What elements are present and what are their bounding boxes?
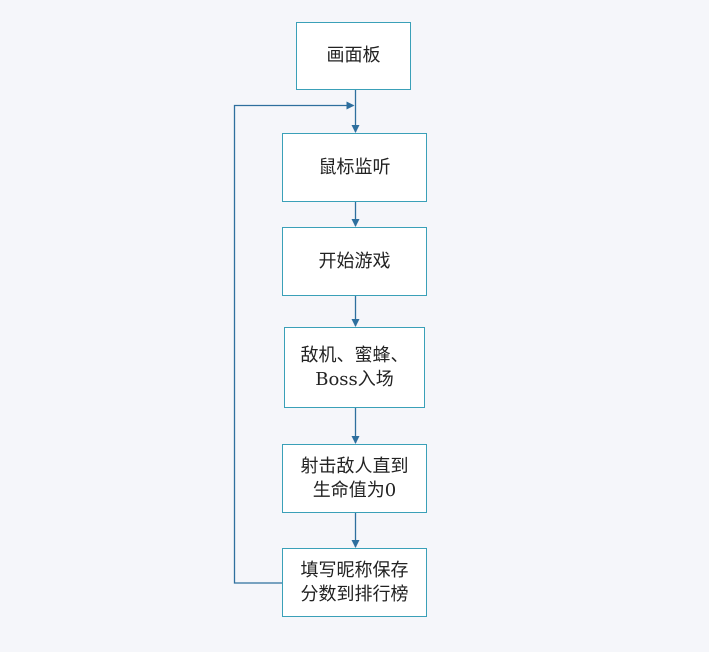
edge-loop-back [233, 101, 355, 584]
node-label-line-2: 生命值为0 [312, 479, 397, 501]
node-label-line-1: 填写昵称保存 [300, 559, 409, 581]
node-start-game: 开始游戏 [282, 227, 427, 296]
node-save-score: 填写昵称保存 分数到排行榜 [282, 548, 427, 617]
node-shoot-enemies: 射击敌人直到 生命值为0 [282, 444, 427, 513]
node-draw-canvas: 画面板 [296, 22, 411, 90]
node-label: 画面板 [326, 45, 381, 66]
node-label: 开始游戏 [318, 250, 391, 272]
node-label-line-1: 射击敌人直到 [300, 455, 409, 477]
node-label-line-2: Boss入场 [315, 368, 394, 390]
node-label: 鼠标监听 [318, 156, 391, 178]
node-label-line-1: 敌机、蜜蜂、 [300, 344, 409, 366]
node-enemies-enter: 敌机、蜜蜂、 Boss入场 [284, 327, 425, 408]
node-label-line-2: 分数到排行榜 [300, 583, 409, 605]
node-mouse-listener: 鼠标监听 [282, 133, 427, 202]
